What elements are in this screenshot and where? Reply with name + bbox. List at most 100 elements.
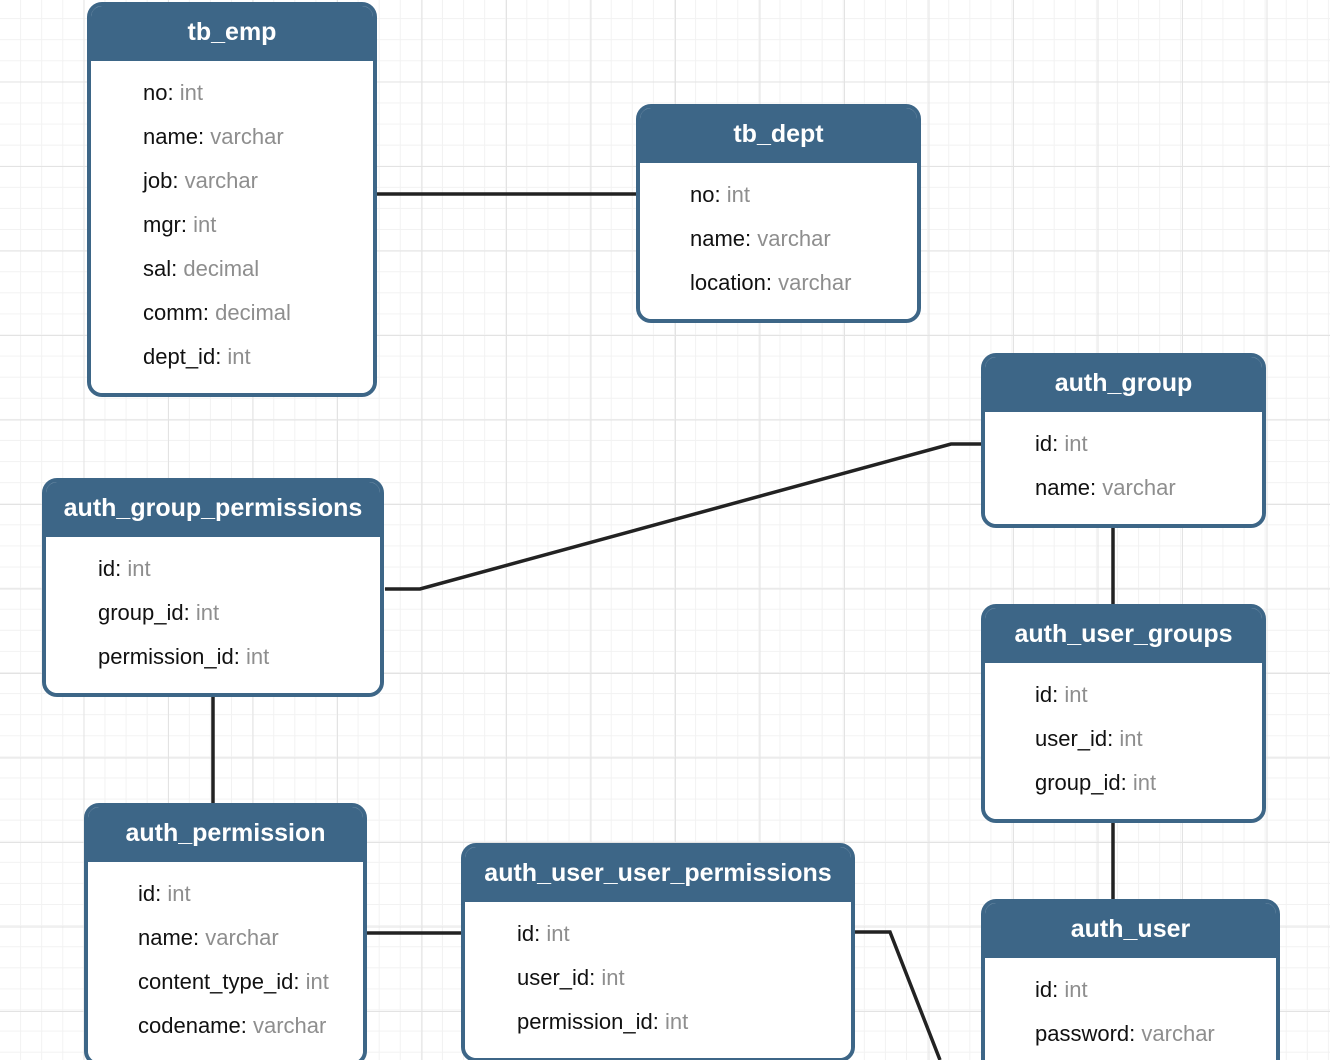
entity-title-auth_group_permissions: auth_group_permissions bbox=[46, 482, 380, 537]
entity-fields-auth_user_user_permissions: id: int user_id: int permission_id: int bbox=[465, 902, 851, 1058]
field-type: int bbox=[1119, 726, 1143, 751]
field-name: password bbox=[1035, 1021, 1130, 1046]
field-type: varchar bbox=[252, 1013, 327, 1038]
field-row[interactable]: id: int bbox=[985, 422, 1262, 466]
entity-fields-auth_group: id: int name: varchar bbox=[985, 412, 1262, 524]
field-separator: : bbox=[589, 965, 602, 990]
field-row[interactable]: id: int bbox=[985, 968, 1276, 1012]
field-row[interactable]: user_id: int bbox=[985, 717, 1262, 761]
field-separator: : bbox=[293, 969, 306, 994]
field-separator: : bbox=[1052, 977, 1065, 1002]
field-separator: : bbox=[1052, 431, 1065, 456]
field-row[interactable]: id: int bbox=[465, 912, 851, 956]
entity-auth_permission[interactable]: auth_permission id: int name: varchar co… bbox=[84, 803, 367, 1060]
field-separator: : bbox=[193, 925, 206, 950]
field-name: id bbox=[1035, 431, 1053, 456]
field-row[interactable]: group_id: int bbox=[985, 761, 1262, 805]
entity-title-auth_user: auth_user bbox=[985, 903, 1276, 958]
field-row[interactable]: dept_id: int bbox=[91, 335, 373, 379]
field-name: no bbox=[690, 182, 715, 207]
entity-auth_group_permissions[interactable]: auth_group_permissions id: int group_id:… bbox=[42, 478, 384, 697]
field-name: permission_id bbox=[98, 644, 234, 669]
field-type: int bbox=[127, 556, 151, 581]
field-separator: : bbox=[183, 600, 196, 625]
entity-fields-auth_user_groups: id: int user_id: int group_id: int bbox=[985, 663, 1262, 819]
field-row[interactable]: group_id: int bbox=[46, 591, 380, 635]
entity-fields-tb_dept: no: int name: varchar location: varchar bbox=[640, 163, 917, 319]
field-type: int bbox=[305, 969, 329, 994]
field-separator: : bbox=[171, 256, 184, 281]
field-type: varchar bbox=[210, 124, 284, 149]
field-row[interactable]: no: int bbox=[91, 71, 373, 115]
field-type: int bbox=[1064, 431, 1088, 456]
field-row[interactable]: job: varchar bbox=[91, 159, 373, 203]
entity-auth_group[interactable]: auth_group id: int name: varchar bbox=[981, 353, 1266, 528]
field-name: name bbox=[690, 226, 746, 251]
field-name: content_type_id bbox=[138, 969, 294, 994]
field-name: id bbox=[517, 921, 535, 946]
field-row[interactable]: content_type_id: int bbox=[88, 960, 363, 1004]
field-type: int bbox=[601, 965, 625, 990]
field-row[interactable]: location: varchar bbox=[640, 261, 917, 305]
field-type: int bbox=[167, 881, 191, 906]
field-name: mgr bbox=[143, 212, 181, 237]
field-separator: : bbox=[115, 556, 128, 581]
field-separator: : bbox=[233, 644, 246, 669]
field-name: sal bbox=[143, 256, 172, 281]
field-name: job bbox=[143, 168, 173, 193]
field-row[interactable]: name: varchar bbox=[88, 916, 363, 960]
field-type: int bbox=[195, 600, 220, 625]
entity-title-tb_dept: tb_dept bbox=[640, 108, 917, 163]
field-row[interactable]: permission_id: int bbox=[465, 1000, 851, 1044]
field-separator: : bbox=[1052, 682, 1065, 707]
field-name: dept_id bbox=[143, 344, 216, 369]
field-row[interactable]: no: int bbox=[640, 173, 917, 217]
field-row[interactable]: permission_id: int bbox=[46, 635, 380, 679]
entity-tb_emp[interactable]: tb_emp no: int name: varchar job: varcha… bbox=[87, 2, 377, 397]
field-row[interactable]: sal: decimal bbox=[91, 247, 373, 291]
field-row[interactable]: id: int bbox=[46, 547, 380, 591]
entity-fields-tb_emp: no: int name: varchar job: varchar mgr: … bbox=[91, 61, 373, 393]
entity-auth_user_groups[interactable]: auth_user_groups id: int user_id: int gr… bbox=[981, 604, 1266, 823]
field-row[interactable]: password: varchar bbox=[985, 1012, 1276, 1056]
field-separator: : bbox=[1107, 726, 1120, 751]
field-separator: : bbox=[202, 300, 216, 325]
field-row[interactable]: comm: decimal bbox=[91, 291, 373, 335]
field-type: varchar bbox=[778, 270, 852, 295]
entity-tb_dept[interactable]: tb_dept no: int name: varchar location: … bbox=[636, 104, 921, 323]
field-row[interactable]: name: varchar bbox=[985, 466, 1262, 510]
field-name: id bbox=[1035, 977, 1053, 1002]
field-separator: : bbox=[240, 1013, 253, 1038]
field-separator: : bbox=[172, 168, 185, 193]
entity-fields-auth_user: id: int password: varchar bbox=[985, 958, 1276, 1060]
field-name: location bbox=[690, 270, 766, 295]
entity-fields-auth_permission: id: int name: varchar content_type_id: i… bbox=[88, 862, 363, 1060]
field-row[interactable]: mgr: int bbox=[91, 203, 373, 247]
field-row[interactable]: id: int bbox=[88, 872, 363, 916]
field-type: decimal bbox=[183, 256, 260, 281]
field-type: int bbox=[1064, 682, 1088, 707]
entity-auth_user[interactable]: auth_user id: int password: varchar bbox=[981, 899, 1280, 1060]
field-type: int bbox=[664, 1009, 689, 1034]
field-row[interactable]: id: int bbox=[985, 673, 1262, 717]
field-name: name bbox=[138, 925, 194, 950]
field-separator: : bbox=[167, 80, 180, 105]
field-row[interactable]: user_id: int bbox=[465, 956, 851, 1000]
field-type: varchar bbox=[757, 226, 831, 251]
field-type: varchar bbox=[1102, 475, 1176, 500]
entity-title-auth_user_user_permissions: auth_user_user_permissions bbox=[465, 847, 851, 902]
field-separator: : bbox=[765, 270, 779, 295]
entity-auth_user_user_permissions[interactable]: auth_user_user_permissions id: int user_… bbox=[461, 843, 855, 1060]
field-name: group_id bbox=[1035, 770, 1121, 795]
field-name: user_id bbox=[517, 965, 590, 990]
field-row[interactable]: name: varchar bbox=[91, 115, 373, 159]
field-type: varchar bbox=[1141, 1021, 1215, 1046]
field-row[interactable]: name: varchar bbox=[640, 217, 917, 261]
field-separator: : bbox=[1129, 1021, 1142, 1046]
field-row[interactable]: codename: varchar bbox=[88, 1004, 363, 1048]
field-type: int bbox=[546, 921, 570, 946]
field-type: int bbox=[726, 182, 750, 207]
field-name: id bbox=[138, 881, 156, 906]
field-type: int bbox=[227, 344, 251, 369]
